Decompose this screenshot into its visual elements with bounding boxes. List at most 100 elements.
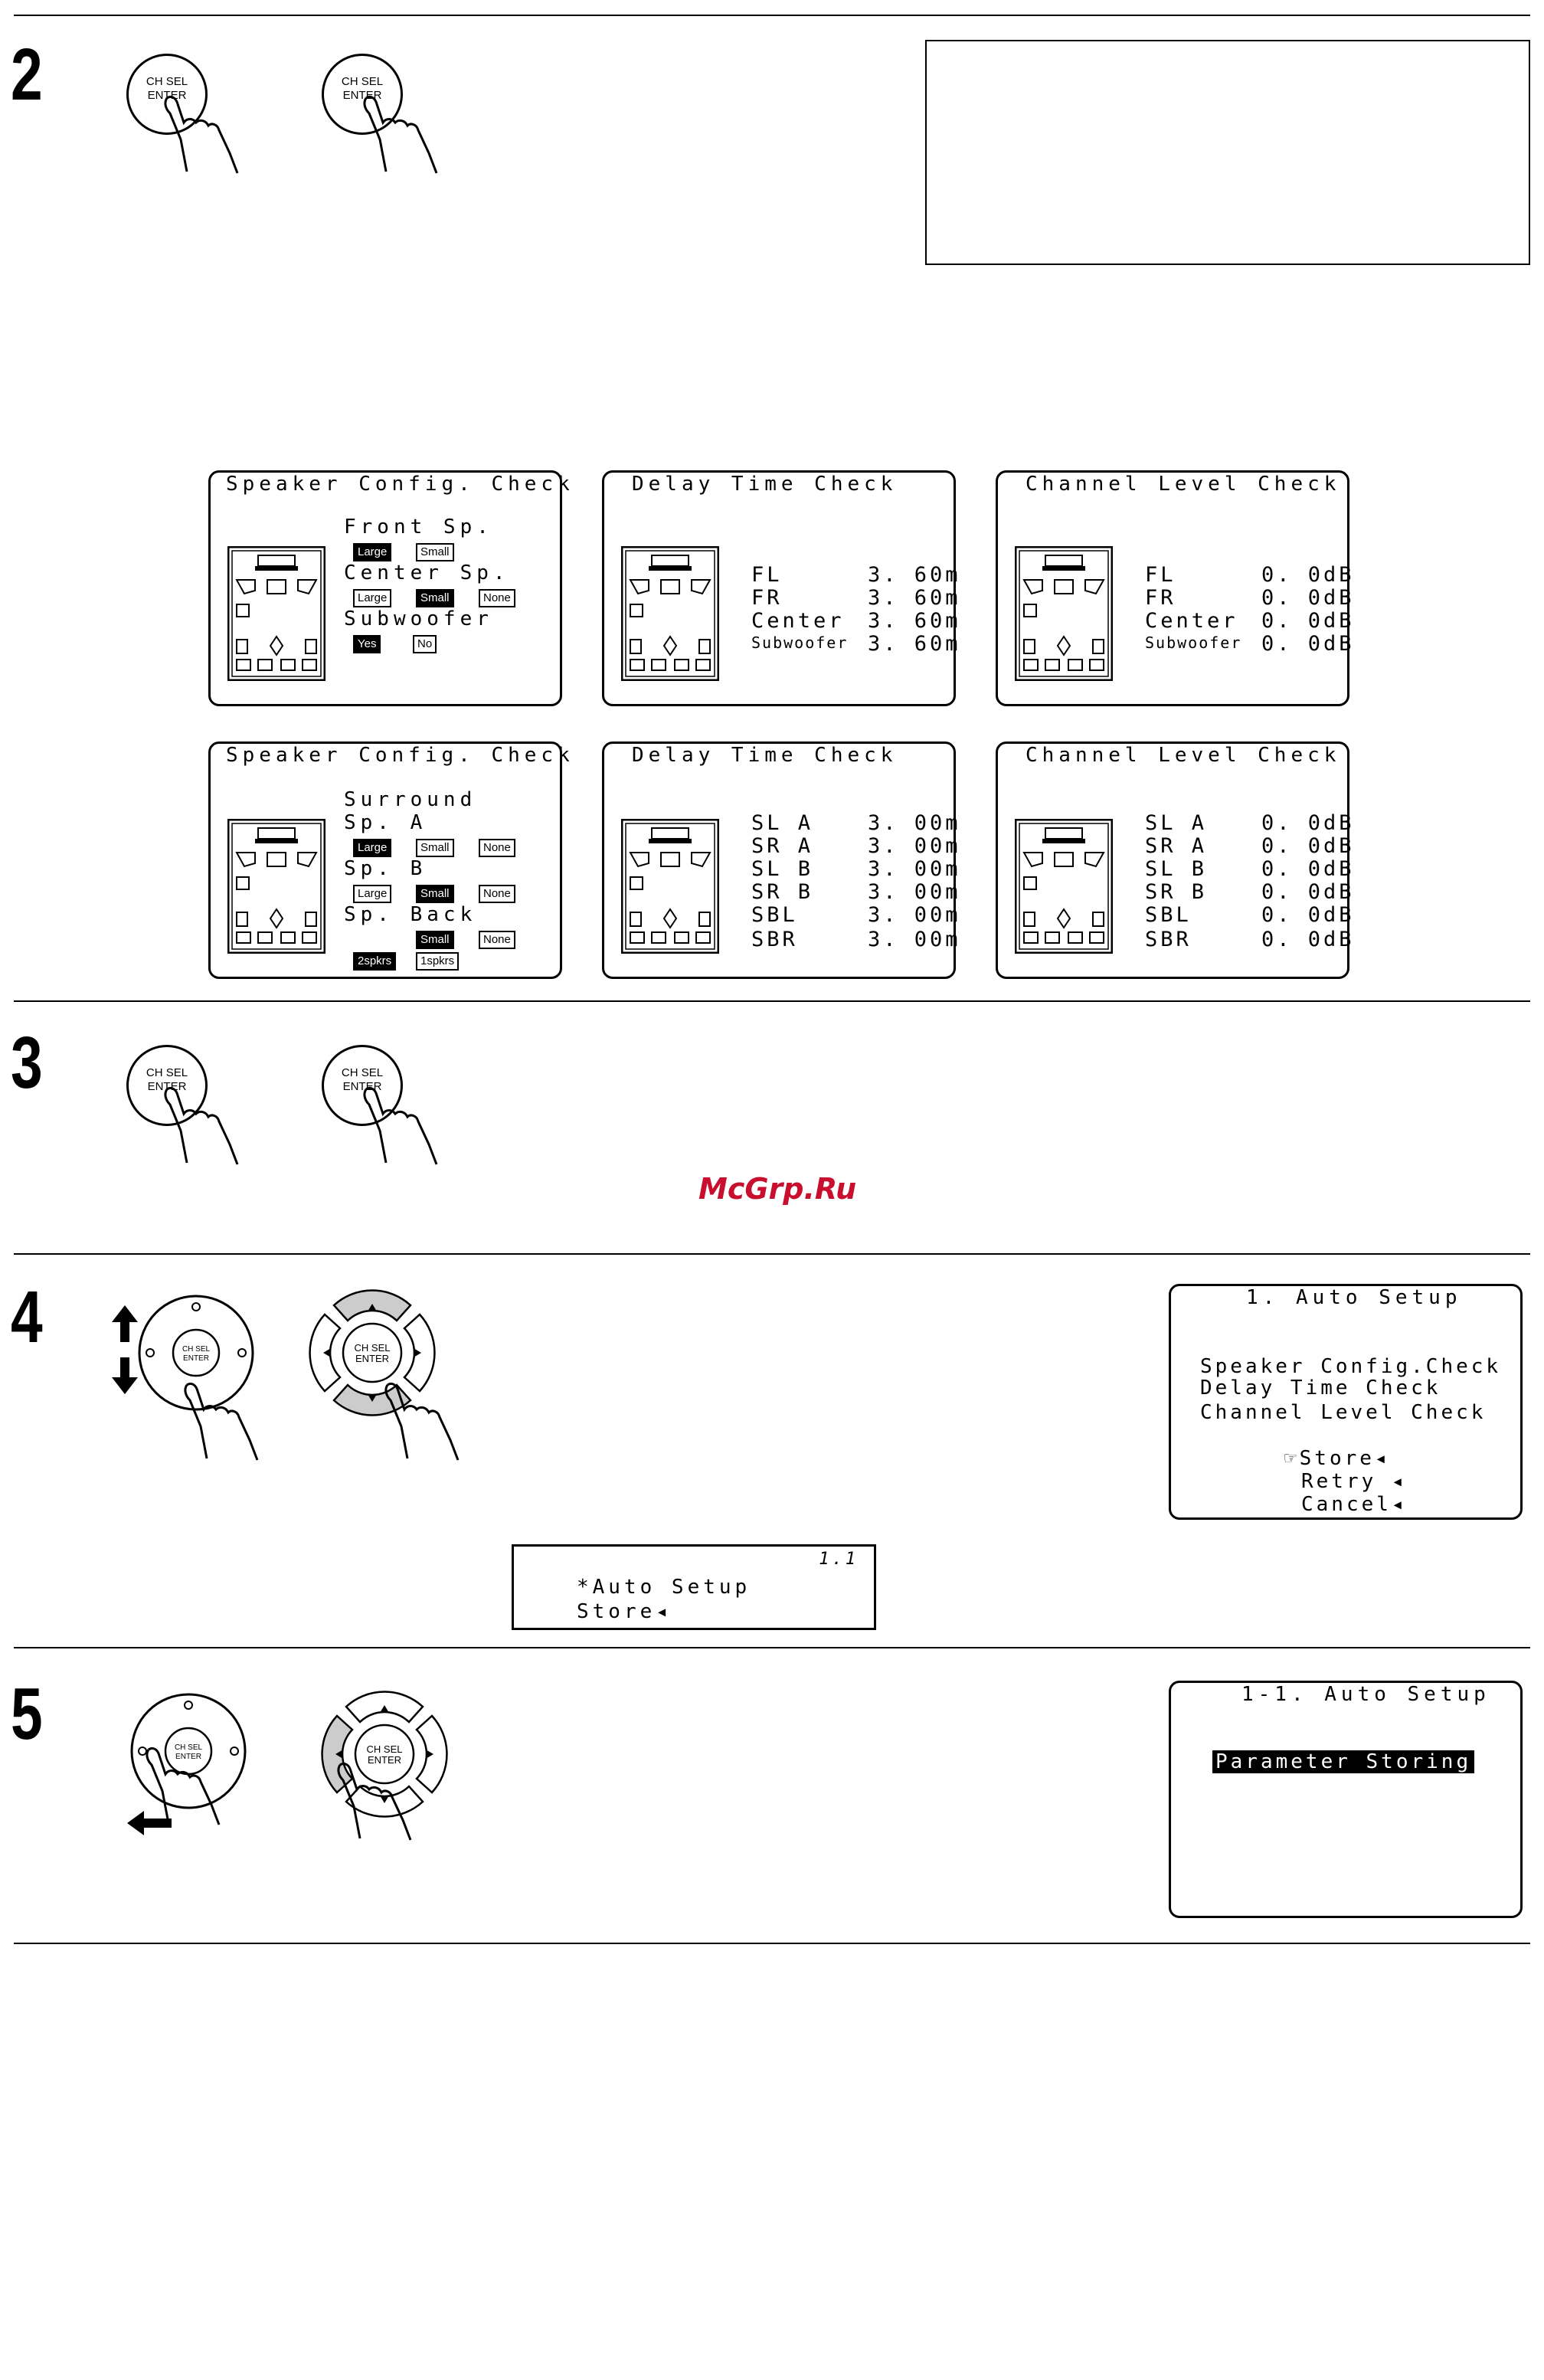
row-label: SBL	[751, 903, 798, 927]
row-value: 3. 00m	[868, 903, 961, 927]
menu-item[interactable]: Delay Time Check	[1200, 1377, 1441, 1400]
row-label: SR B	[751, 880, 814, 904]
note-box	[925, 40, 1530, 265]
row-value: 0. 0dB	[1261, 880, 1355, 904]
screen-title: Delay Time Check	[632, 744, 898, 767]
row-value: 3. 00m	[868, 928, 961, 951]
button-label-line1: CH SEL	[341, 1066, 384, 1079]
display-line-1: *Auto Setup	[577, 1576, 751, 1599]
parameter-storing-screen: 1-1. Auto Setup Parameter Storing	[1169, 1681, 1523, 1918]
screen-title: Speaker Config. Check	[226, 473, 574, 496]
menu-item[interactable]: Speaker Config.Check	[1200, 1355, 1502, 1378]
row-value: 3. 60m	[868, 632, 961, 656]
row-label: SL A	[1145, 811, 1208, 835]
row-value: 3. 00m	[868, 857, 961, 881]
pressing-hand-icon	[384, 1382, 460, 1461]
svg-text:ENTER: ENTER	[355, 1353, 389, 1364]
section-divider	[14, 1943, 1530, 1944]
channel-level-check-screen: Channel Level Check SL A 0. 0dB SR A 0. …	[996, 741, 1352, 979]
step-number-4: 4	[11, 1276, 43, 1358]
row-label: SL B	[1145, 857, 1208, 881]
button-label-line1: CH SEL	[146, 75, 188, 88]
main-unit-cursor-buttons-icon[interactable]: CH SEL ENTER	[303, 1284, 441, 1422]
pressing-hand-icon	[363, 95, 438, 174]
row-value: 0. 0dB	[1261, 857, 1355, 881]
svg-text:ENTER: ENTER	[175, 1753, 201, 1761]
subwoofer-no-option[interactable]: No	[413, 635, 437, 653]
store-option[interactable]: ☞Store◂	[1284, 1447, 1390, 1470]
row-label: FL	[1145, 563, 1176, 587]
svg-text:CH SEL: CH SEL	[175, 1743, 203, 1752]
row-value: 3. 60m	[868, 609, 961, 633]
speaker-layout-diagram	[1015, 546, 1113, 681]
row-value: 0. 0dB	[1261, 903, 1355, 927]
pressing-hand-icon	[363, 1086, 438, 1165]
section-divider	[14, 15, 1530, 16]
speaker-layout-diagram	[227, 819, 325, 954]
row-value: 0. 0dB	[1261, 811, 1355, 835]
pressing-hand-icon	[164, 1086, 239, 1165]
menu-item[interactable]: Channel Level Check	[1200, 1401, 1487, 1424]
row-label: SR A	[751, 834, 814, 858]
row-value: 0. 0dB	[1261, 609, 1355, 633]
watermark: McGrp.Ru	[698, 1172, 857, 1206]
storing-message: Parameter Storing	[1212, 1750, 1475, 1773]
screen-title: Channel Level Check	[1026, 473, 1341, 496]
sp-b-label: Sp. B	[344, 857, 427, 880]
section-divider	[14, 1000, 1530, 1002]
step-number-3: 3	[11, 1022, 43, 1104]
svg-text:CH SEL: CH SEL	[367, 1743, 403, 1755]
step-number-2: 2	[11, 34, 43, 116]
center-sp-label: Center Sp.	[344, 561, 510, 584]
spb-none-option[interactable]: None	[479, 885, 515, 903]
speaker-layout-diagram	[1015, 819, 1113, 954]
spa-small-option[interactable]: Small	[416, 839, 454, 857]
delay-time-check-screen: Delay Time Check SL A 3. 00m SR A 3. 00m…	[602, 741, 958, 979]
row-value: 0. 0dB	[1261, 632, 1355, 656]
screen-title: 1. Auto Setup	[1246, 1286, 1462, 1309]
row-label: SR A	[1145, 834, 1208, 858]
row-label: Subwoofer	[1145, 633, 1242, 652]
button-label-line1: CH SEL	[146, 1066, 188, 1079]
spa-large-option[interactable]: Large	[353, 839, 392, 857]
remote-cursor-pad-icon[interactable]: CH SEL ENTER	[135, 1291, 257, 1414]
retry-option[interactable]: Retry ◂	[1301, 1470, 1407, 1493]
pressing-hand-icon	[164, 95, 239, 174]
front-small-option[interactable]: Small	[416, 543, 454, 561]
row-label: Subwoofer	[751, 633, 849, 652]
spback-small-option[interactable]: Small	[416, 931, 454, 949]
left-arrow-icon	[127, 1811, 172, 1835]
surround-label: Surround	[344, 788, 477, 811]
display-line-2: Store◂	[577, 1600, 672, 1623]
spback-none-option[interactable]: None	[479, 931, 515, 949]
center-none-option[interactable]: None	[479, 589, 515, 607]
cancel-option[interactable]: Cancel◂	[1301, 1493, 1407, 1516]
row-value: 0. 0dB	[1261, 834, 1355, 858]
front-sp-label: Front Sp.	[344, 516, 493, 539]
subwoofer-label: Subwoofer	[344, 607, 493, 630]
spback-1spkrs-option[interactable]: 1spkrs	[416, 952, 460, 971]
screen-title: Delay Time Check	[632, 473, 898, 496]
button-label-line2: ENTER	[147, 1080, 187, 1093]
step-number-5: 5	[11, 1673, 43, 1755]
front-large-option[interactable]: Large	[353, 543, 392, 561]
row-value: 0. 0dB	[1261, 586, 1355, 610]
button-label-line2: ENTER	[147, 89, 187, 102]
spback-2spkrs-option[interactable]: 2spkrs	[353, 952, 397, 971]
svg-text:CH SEL: CH SEL	[182, 1345, 211, 1354]
spa-none-option[interactable]: None	[479, 839, 515, 857]
pressing-hand-icon	[337, 1762, 412, 1841]
center-large-option[interactable]: Large	[353, 589, 392, 607]
spb-large-option[interactable]: Large	[353, 885, 392, 903]
main-unit-cursor-buttons-icon[interactable]: CH SEL ENTER	[316, 1685, 453, 1823]
subwoofer-yes-option[interactable]: Yes	[353, 635, 381, 653]
svg-text:ENTER: ENTER	[368, 1754, 401, 1766]
speaker-config-check-screen: Speaker Config. Check Surround Sp. A Lar…	[208, 741, 570, 979]
svg-text:ENTER: ENTER	[183, 1354, 209, 1363]
svg-text:CH SEL: CH SEL	[355, 1342, 391, 1354]
center-small-option[interactable]: Small	[416, 589, 454, 607]
screen-title: 1-1. Auto Setup	[1241, 1683, 1490, 1706]
spb-small-option[interactable]: Small	[416, 885, 454, 903]
